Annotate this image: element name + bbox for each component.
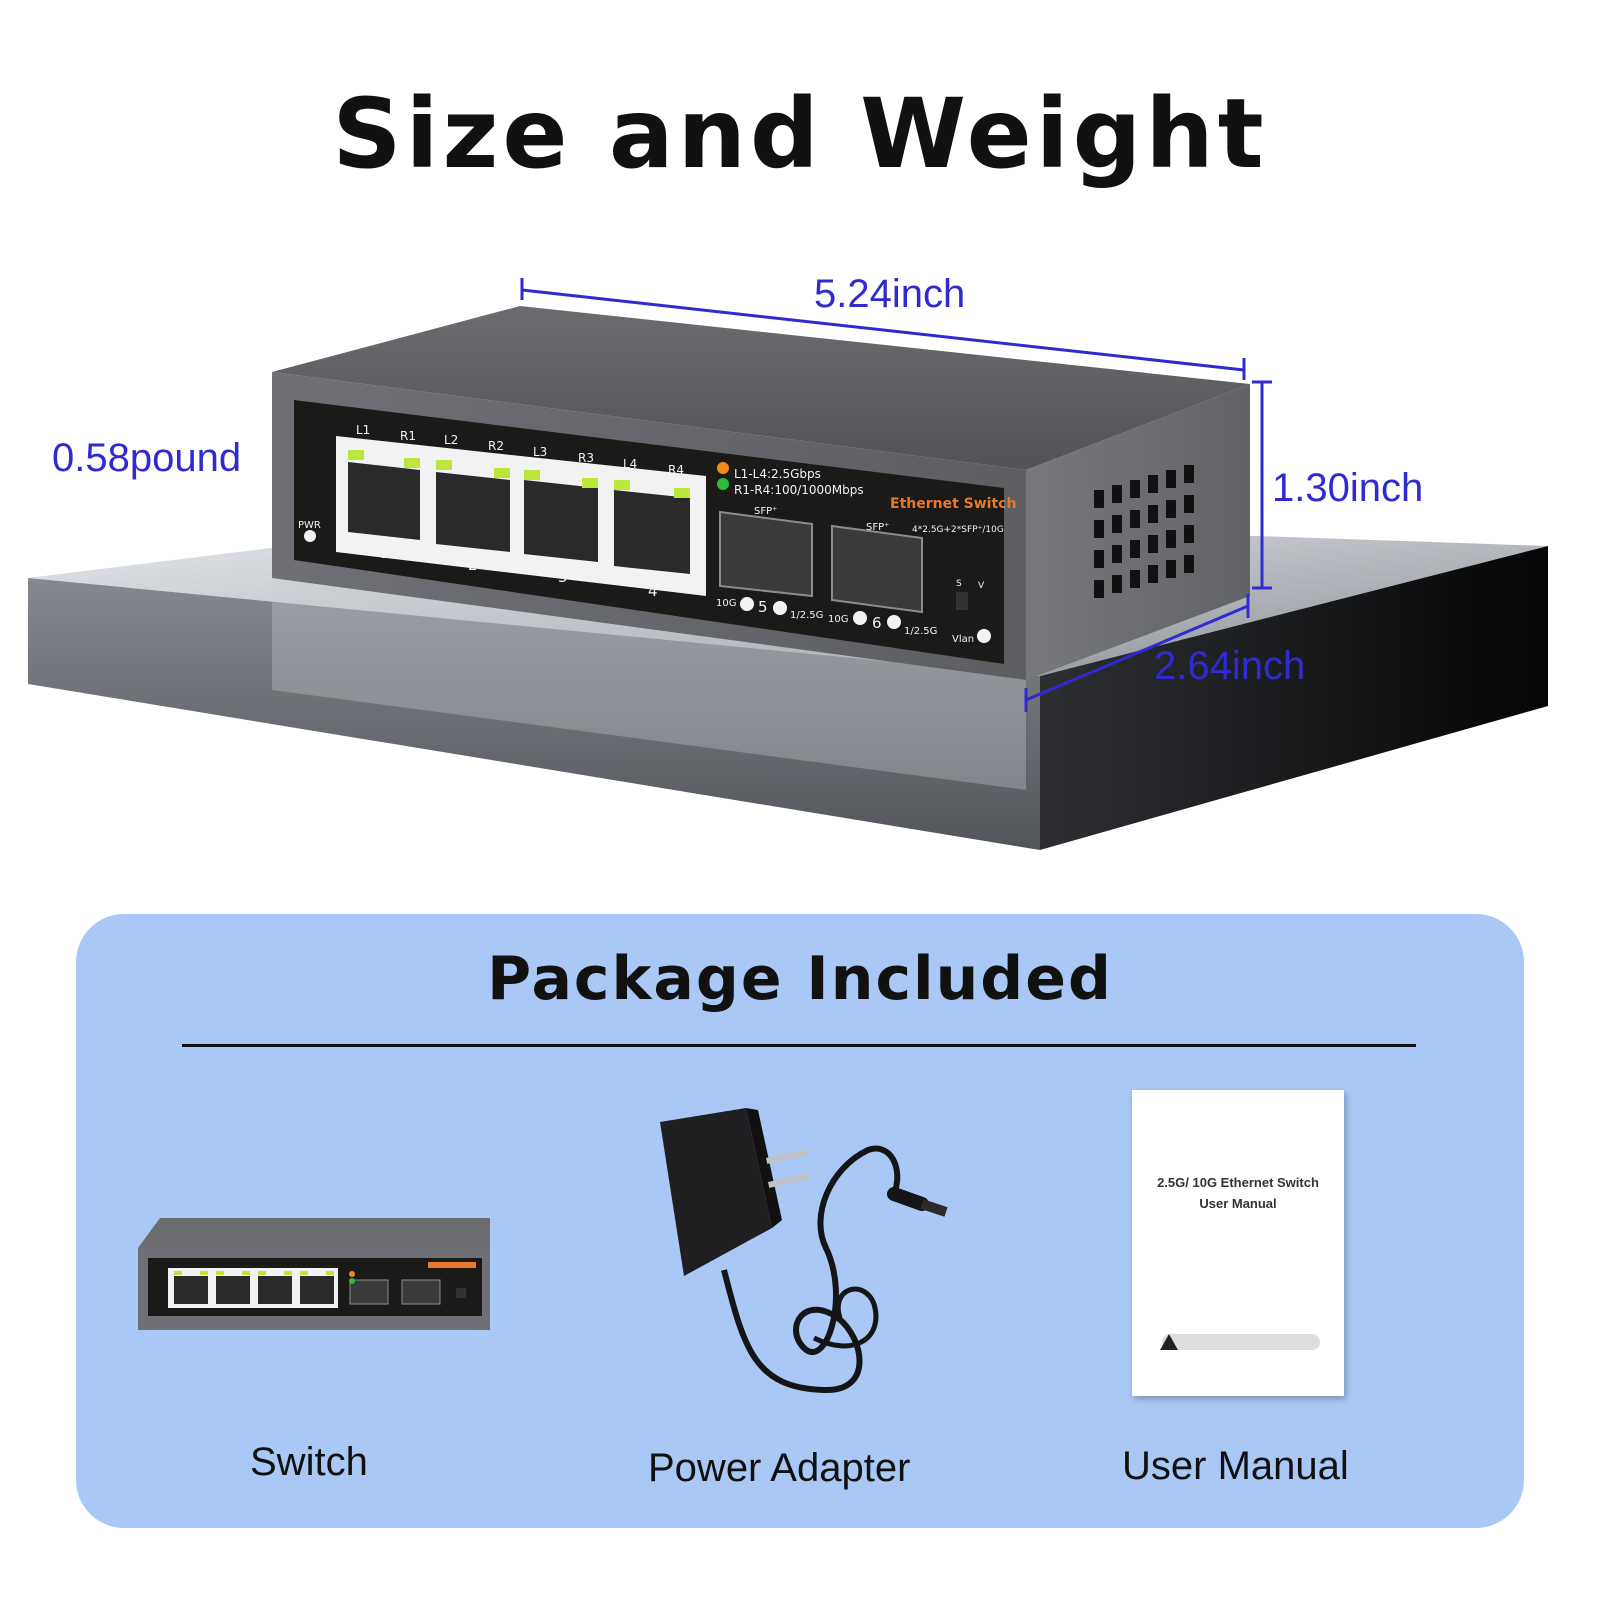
led-label-r4: R4 <box>668 463 684 477</box>
manual-cover-title: 2.5G/ 10G Ethernet Switch User Manual <box>1157 1175 1319 1211</box>
sfp5-left-label: 10G <box>716 598 736 609</box>
switch-image <box>138 1218 490 1330</box>
package-included-panel: Package Included Switch <box>76 914 1524 1528</box>
depth-dimension: 2.64inch <box>1154 644 1306 688</box>
led-label-r2: R2 <box>488 439 504 453</box>
manual-warning-strip <box>1160 1334 1320 1350</box>
weight-dimension: 0.58pound <box>52 436 242 480</box>
sfp5-right-label: 1/2.5G <box>790 610 823 621</box>
port-number-2: 2 <box>468 556 478 574</box>
sfp-label-6: SFP⁺ <box>866 522 889 533</box>
led-label-r1: R1 <box>400 429 416 443</box>
port-number-1: 1 <box>380 544 390 562</box>
vlan-switch-v: V <box>978 581 985 591</box>
switch-device: L1 R1 L2 R2 L3 R3 L4 R4 PWR 1 2 3 4 L1-L… <box>272 306 1250 680</box>
warning-icon <box>1160 1334 1178 1350</box>
sfp6-number: 6 <box>872 614 882 632</box>
dimension-lines <box>520 278 1272 712</box>
pwr-label: PWR <box>298 520 321 531</box>
sfp6-right-label: 1/2.5G <box>904 626 937 637</box>
brand-label: Ethernet Switch <box>890 496 1016 512</box>
sfp-ports <box>719 510 923 614</box>
led-label-r3: R3 <box>578 451 594 465</box>
user-manual-image: 2.5G/ 10G Ethernet Switch User Manual <box>1132 1090 1344 1396</box>
sfp5-number: 5 <box>758 598 768 616</box>
power-adapter-image <box>660 1108 948 1394</box>
length-dimension: 5.24inch <box>814 272 966 316</box>
package-title: Package Included <box>487 944 1113 1014</box>
vlan-label: Vlan <box>952 634 974 645</box>
vlan-switch-s: S <box>956 579 962 589</box>
spec-label: 4*2.5G+2*SFP⁺/10G <box>912 525 1004 535</box>
sfp-label-5: SFP⁺ <box>754 506 777 517</box>
port-number-3: 3 <box>558 568 568 586</box>
rj45-ports <box>348 462 690 574</box>
status-leds <box>348 450 729 498</box>
port-number-4: 4 <box>648 582 658 600</box>
switch-reflection <box>272 578 1026 790</box>
led-label-l3: L3 <box>533 445 547 459</box>
package-divider <box>182 1044 1416 1047</box>
height-dimension: 1.30inch <box>1272 466 1424 510</box>
sfp6-left-label: 10G <box>828 614 848 625</box>
package-item-switch: Switch <box>250 1440 368 1484</box>
package-item-power-adapter: Power Adapter <box>648 1446 911 1490</box>
legend-green: R1-R4:100/1000Mbps <box>734 483 864 497</box>
page-title: Size and Weight <box>332 78 1268 190</box>
legend-orange: L1-L4:2.5Gbps <box>734 467 821 481</box>
switch-hero-illustration: L1 R1 L2 R2 L3 R3 L4 R4 PWR 1 2 3 4 L1-L… <box>28 278 1548 850</box>
led-label-l2: L2 <box>444 433 458 447</box>
led-label-l4: L4 <box>623 457 637 471</box>
led-label-l1: L1 <box>356 423 370 437</box>
side-vents <box>1094 465 1194 598</box>
package-item-user-manual: User Manual <box>1122 1444 1349 1488</box>
vlan-toggle <box>956 592 968 610</box>
